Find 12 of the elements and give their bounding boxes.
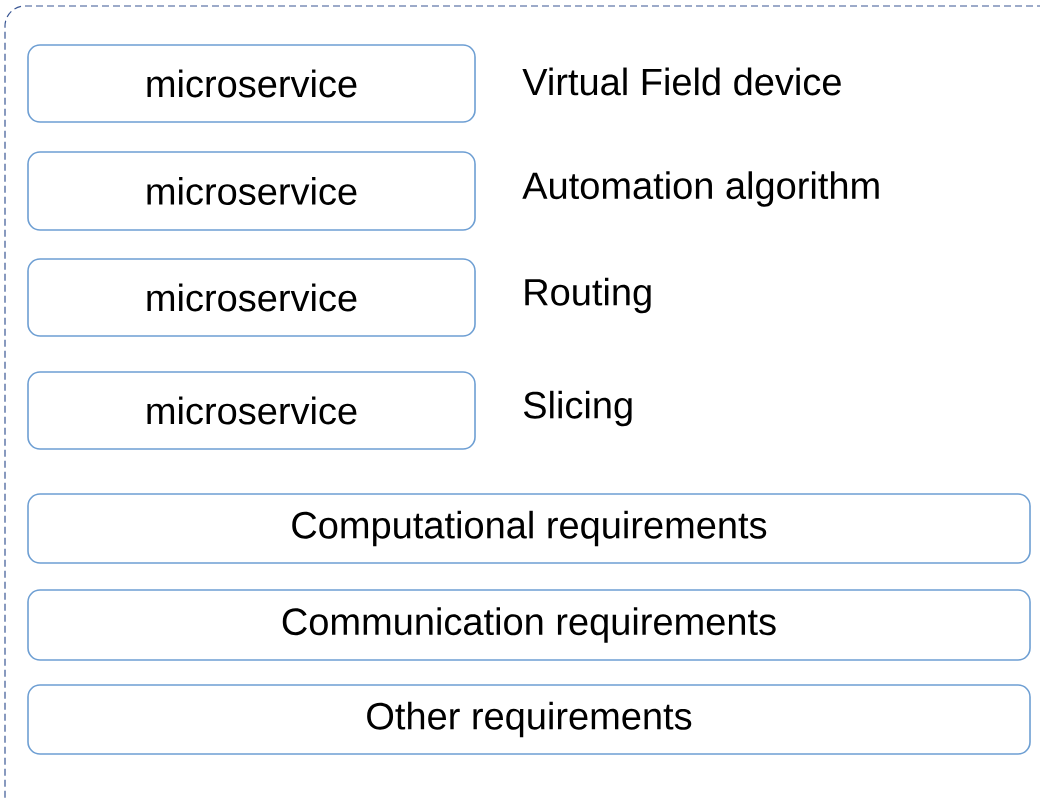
microservice-box: microservice: [27, 258, 476, 337]
requirement-box: Other requirements: [27, 684, 1031, 755]
container-box: [4, 5, 1040, 801]
side-label: Automation algorithm: [522, 171, 879, 207]
requirement-box: Computational requirements: [27, 493, 1031, 564]
side-label: Virtual Field device: [522, 67, 841, 96]
microservice-box: microservice: [27, 44, 476, 123]
side-label: Routing: [525, 277, 651, 314]
microservice-box: microservice: [27, 371, 476, 450]
side-label: Slicing: [523, 390, 632, 427]
requirement-box: Communication requirements: [27, 589, 1031, 661]
microservice-box: microservice: [27, 151, 476, 231]
